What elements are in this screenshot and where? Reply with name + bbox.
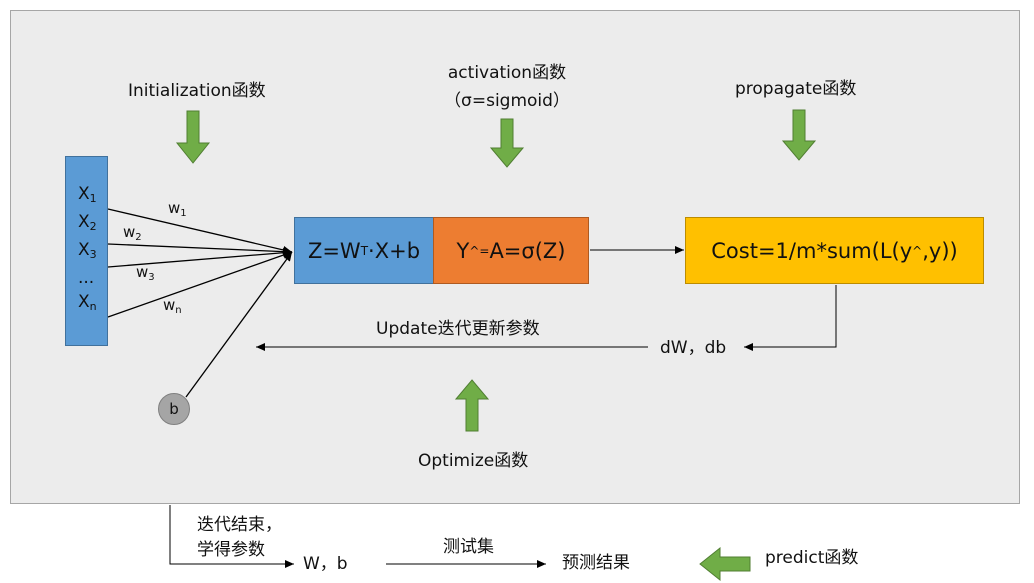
weight-w3: w3 <box>136 263 155 283</box>
weight-wn: wn <box>163 296 182 316</box>
prediction-label: 预测结果 <box>562 553 630 573</box>
activation-sublabel: （σ=sigmoid） <box>444 91 570 111</box>
cost-formula-box: Cost=1/m*sum(L(y^,y)) <box>685 217 984 284</box>
arrow-to-gradients <box>744 285 837 351</box>
input-ellipsis: ... <box>78 268 95 288</box>
input-xn: Xn <box>78 292 97 313</box>
optimize-up-arrow-icon <box>454 379 490 432</box>
edge-w3 <box>107 248 293 268</box>
activation-down-arrow-icon <box>489 118 525 168</box>
initialization-down-arrow-icon <box>175 110 211 164</box>
initialization-label: Initialization函数 <box>128 81 266 101</box>
edge-w1 <box>107 208 293 254</box>
weight-w1: w1 <box>168 199 187 219</box>
activation-formula-box: Y^=A=σ(Z) <box>433 217 589 284</box>
edge-w2 <box>107 243 293 256</box>
params-label: W，b <box>303 554 348 574</box>
gradients-label: dW，db <box>660 338 727 358</box>
predict-left-arrow-icon <box>699 546 751 582</box>
edge-wn <box>107 251 293 318</box>
input-vector-box <box>65 156 108 346</box>
propagate-down-arrow-icon <box>781 109 817 161</box>
predict-label: predict函数 <box>765 548 859 568</box>
test-set-label: 测试集 <box>443 537 494 557</box>
input-x1: X1 <box>78 184 97 205</box>
input-x3: X3 <box>78 240 97 261</box>
optimize-label: Optimize函数 <box>418 451 529 471</box>
propagate-label: propagate函数 <box>735 79 857 99</box>
weight-w2: w2 <box>123 223 142 243</box>
learned-label: 学得参数 <box>197 540 265 560</box>
done-label: 迭代结束， <box>197 515 282 535</box>
input-x2: X2 <box>78 212 97 233</box>
arrow-to-params <box>169 505 294 568</box>
update-label: Update迭代更新参数 <box>376 319 540 339</box>
edge-bias <box>185 251 293 398</box>
activation-label: activation函数 <box>447 63 567 83</box>
bias-node: b <box>158 393 190 425</box>
